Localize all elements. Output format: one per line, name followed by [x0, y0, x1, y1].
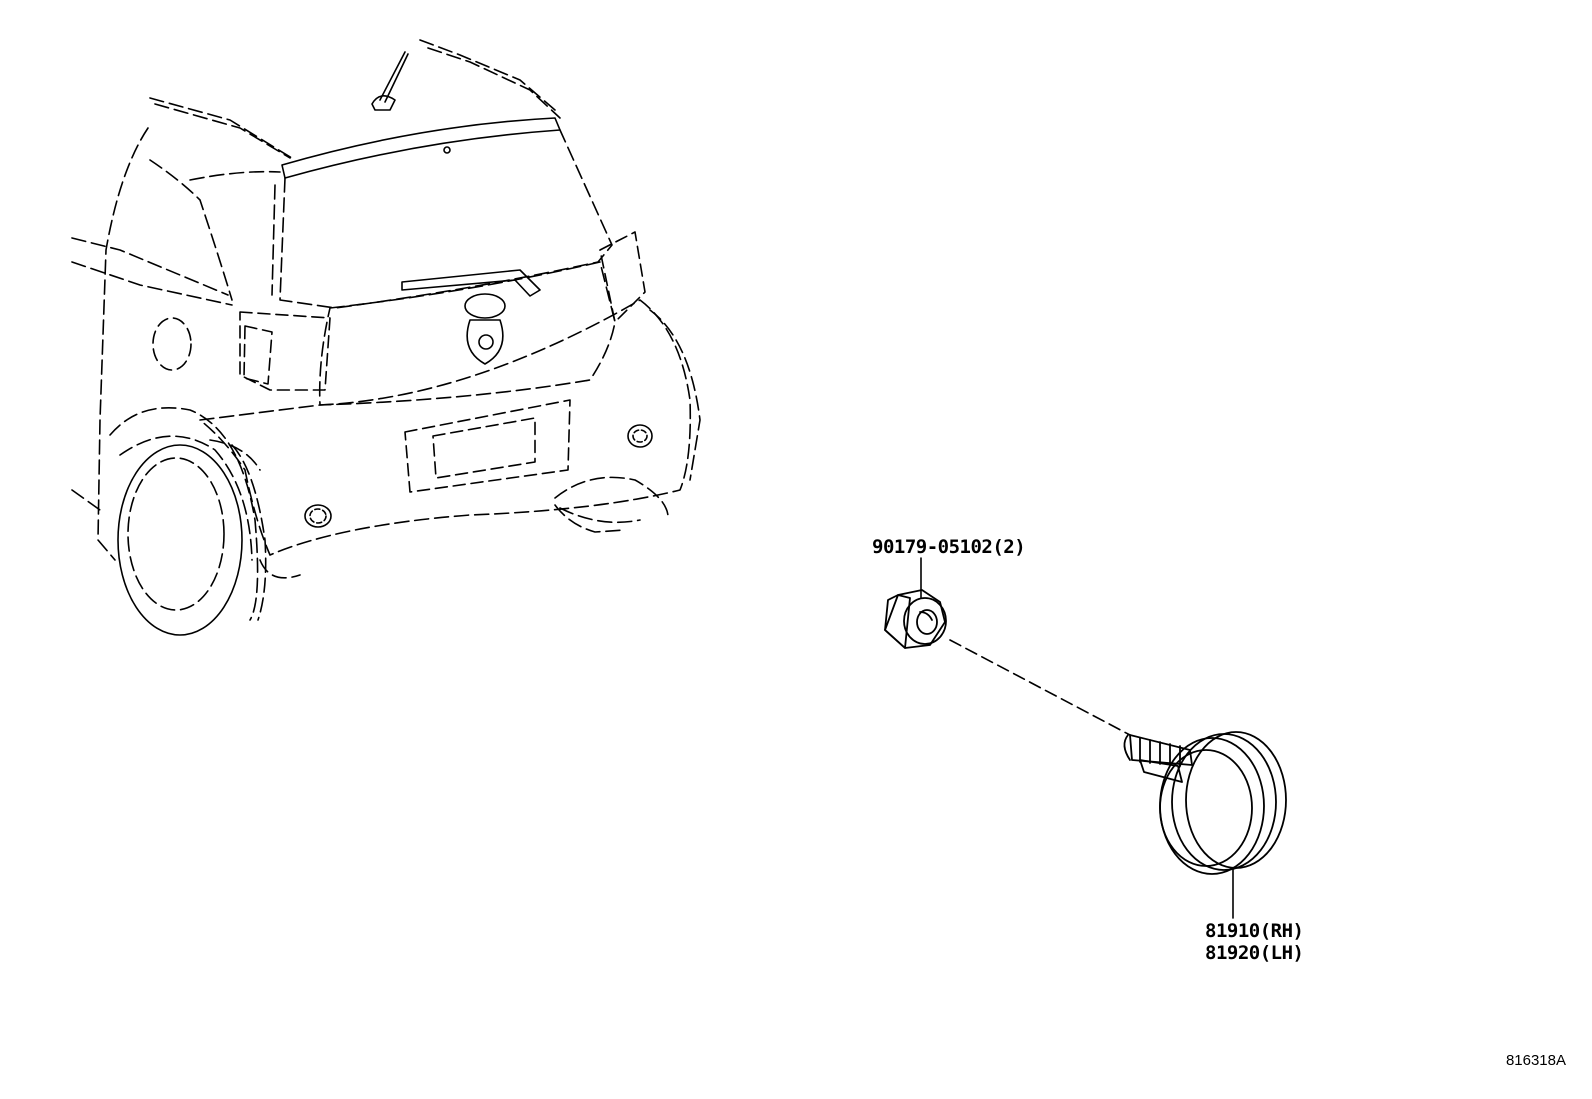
- tail-light-left: [239, 311, 331, 391]
- assembly-dashed-line: [949, 639, 1131, 736]
- reflector-left-location: [304, 504, 332, 528]
- figure-id-label: 816318A: [1505, 1052, 1566, 1069]
- antenna: [371, 51, 409, 111]
- fuel-door: [152, 317, 192, 371]
- tail-light-right: [599, 231, 646, 323]
- rear-emblem: [464, 293, 506, 365]
- rear-wheel-left: [109, 407, 267, 636]
- license-plate-recess: [404, 399, 571, 493]
- reflector-rh-part-number[interactable]: 81910(RH): [1205, 920, 1304, 942]
- vehicle-rear-illustration: [71, 39, 701, 636]
- hex-nut: [884, 589, 947, 649]
- reflector-lh-part-number[interactable]: 81920(LH): [1205, 942, 1304, 964]
- rear-wheel-right: [554, 476, 669, 533]
- rear-reflector: [1123, 731, 1287, 875]
- nut-part-number[interactable]: 90179-05102(2): [872, 536, 1026, 558]
- rear-wiper: [401, 269, 541, 297]
- reflector-right-location: [627, 424, 653, 448]
